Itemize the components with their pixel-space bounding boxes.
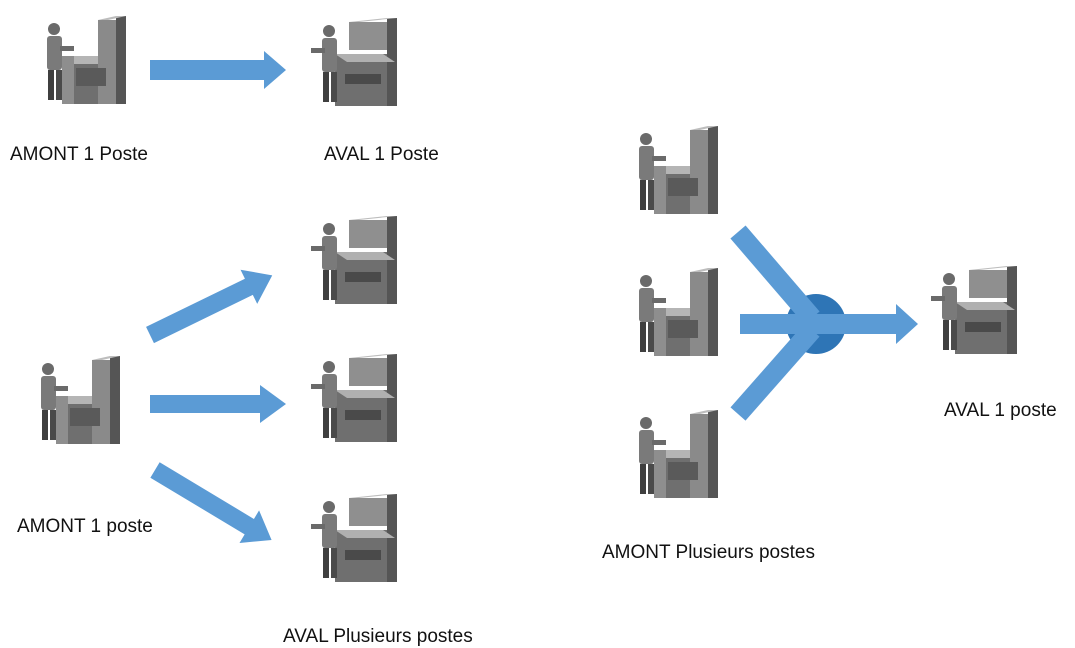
operator-at-machine-icon — [41, 356, 120, 444]
operator-at-machine-icon — [639, 268, 718, 356]
flow-arrow — [740, 304, 918, 344]
operator-at-machine-icon — [311, 354, 397, 442]
flow-arrow — [730, 225, 820, 325]
label-aval-1-poste-top: AVAL 1 Poste — [324, 144, 439, 165]
label-amont-1-poste-fanout: AMONT 1 poste — [17, 516, 153, 537]
operator-at-machine-icon — [311, 494, 397, 582]
operator-at-machine-icon — [311, 18, 397, 106]
flow-arrow — [150, 462, 272, 543]
label-aval-plusieurs-postes: AVAL Plusieurs postes — [283, 626, 473, 647]
flow-arrow — [150, 51, 286, 89]
operator-at-machine-icon — [639, 410, 718, 498]
flow-arrow — [150, 385, 286, 423]
label-aval-1-poste-merge: AVAL 1 poste — [944, 400, 1057, 421]
operator-at-machine-icon — [931, 266, 1017, 354]
flow-arrow — [146, 269, 273, 344]
label-amont-1-poste-top: AMONT 1 Poste — [10, 144, 148, 165]
flow-arrow — [730, 323, 820, 421]
operator-at-machine-icon — [311, 216, 397, 304]
label-amont-plusieurs-postes: AMONT Plusieurs postes — [602, 542, 815, 563]
operator-at-machine-icon — [639, 126, 718, 214]
operator-at-machine-icon — [47, 16, 126, 104]
